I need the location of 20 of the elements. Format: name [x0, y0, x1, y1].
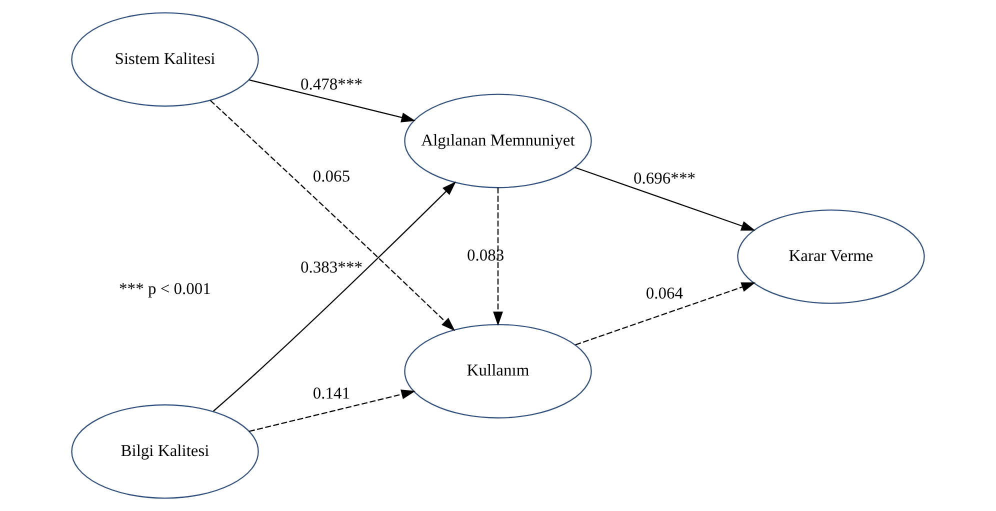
edge-label: 0.383***: [300, 257, 362, 276]
node-ellipse: Sistem Kalitesi: [71, 12, 259, 107]
edge-label: 0.478***: [300, 74, 362, 94]
arrow: [249, 390, 416, 432]
arrow: [213, 182, 456, 412]
node-ellipse: Kullanım: [404, 324, 592, 418]
node-ellipse: Algılanan Memnuniyet: [404, 94, 592, 188]
edge-label: 0.083: [467, 245, 504, 264]
arrow: [575, 282, 756, 346]
node-ellipse: Karar Verme: [737, 209, 925, 304]
edge-label: 0.141: [312, 384, 350, 403]
edge-label: 0.064: [646, 283, 684, 302]
arrow: [493, 188, 503, 326]
edge-label: 0.696***: [634, 168, 696, 188]
arrow: [249, 79, 416, 122]
edge-label: 0.065: [312, 166, 350, 186]
arrow: [574, 166, 756, 231]
label: *** p < 0.001: [119, 279, 211, 298]
arrow: [210, 100, 456, 332]
node-ellipse: Bilgi Kalitesi: [71, 404, 259, 499]
